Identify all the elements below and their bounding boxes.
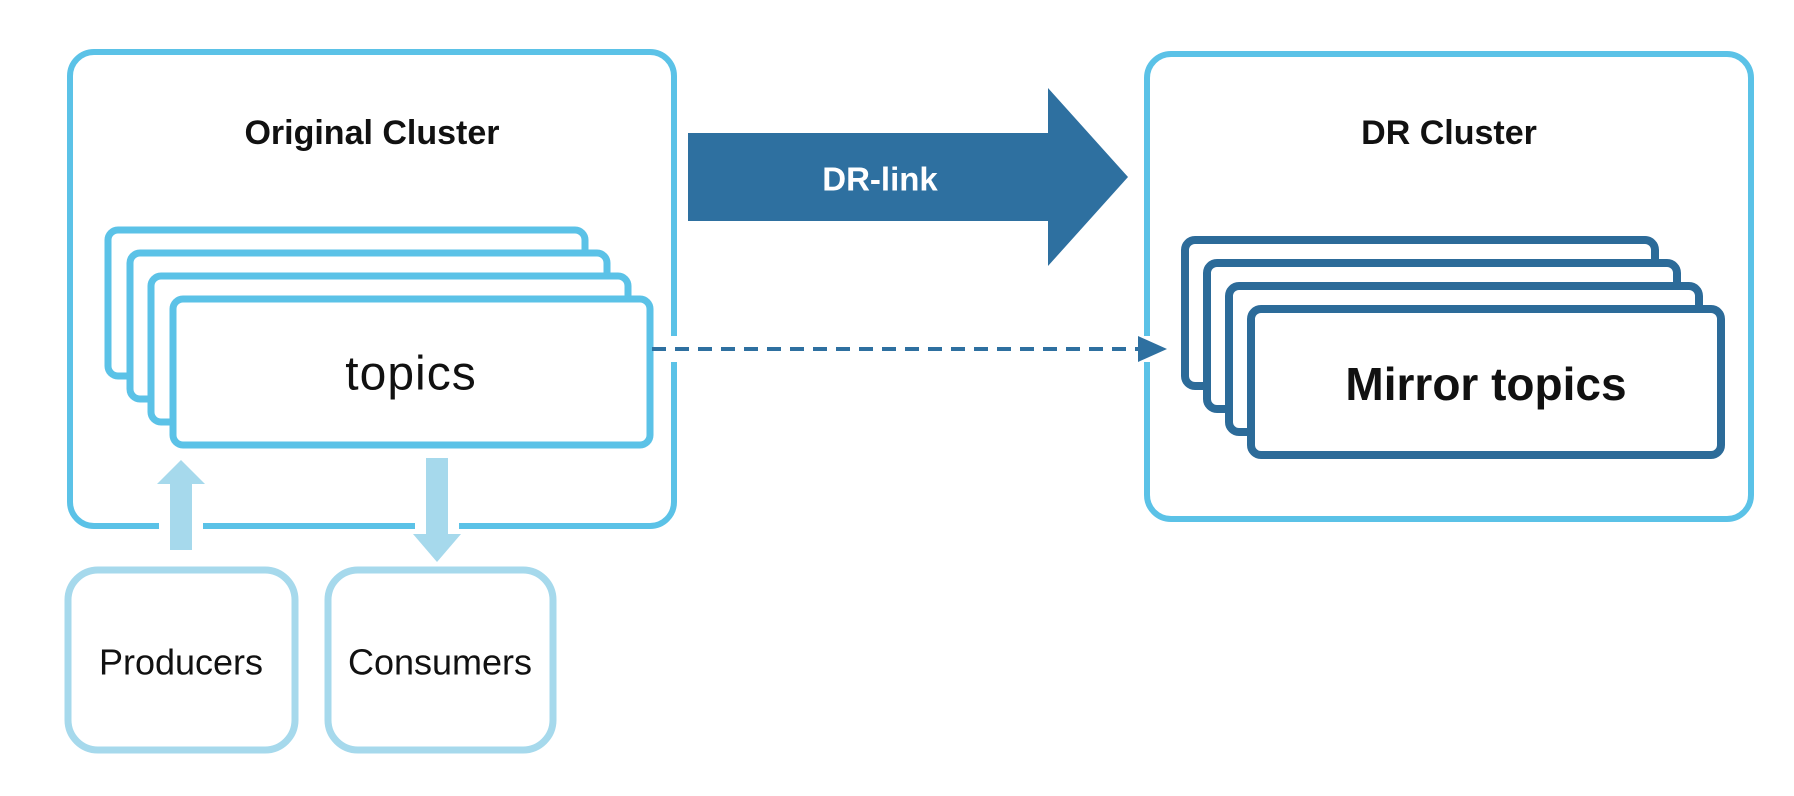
- producers-label: Producers: [99, 642, 263, 683]
- mirror-topics-stack: Mirror topics: [1181, 236, 1725, 459]
- replication-arrowhead: [1138, 336, 1167, 362]
- dr-cluster-title: DR Cluster: [1361, 114, 1537, 152]
- producers: Producers: [64, 566, 299, 754]
- topics-stack: topics: [104, 226, 654, 449]
- mirror-card-front: [1247, 305, 1725, 459]
- original-cluster-title: Original Cluster: [244, 114, 499, 152]
- cluster-to-consumers-arrow: [413, 458, 461, 562]
- producers-to-cluster-arrow: [157, 460, 205, 550]
- replication-link: [652, 336, 1167, 362]
- original-cluster: Original Cluster topics: [67, 49, 677, 529]
- dr-link-arrow: [688, 88, 1128, 266]
- mirror-topics-label: Mirror topics: [1345, 358, 1626, 410]
- topic-card-front: [169, 295, 654, 449]
- dr-link-label: DR-link: [822, 161, 938, 198]
- consumers: Consumers: [324, 566, 557, 754]
- dr-link: DR-link: [688, 88, 1128, 266]
- producers-box: [64, 566, 299, 754]
- consumers-box: [324, 566, 557, 754]
- border-gap: [664, 336, 681, 362]
- dr-cluster: DR Cluster Mirror topics: [1144, 51, 1754, 522]
- topics-label: topics: [345, 348, 476, 401]
- consumers-label: Consumers: [348, 642, 532, 683]
